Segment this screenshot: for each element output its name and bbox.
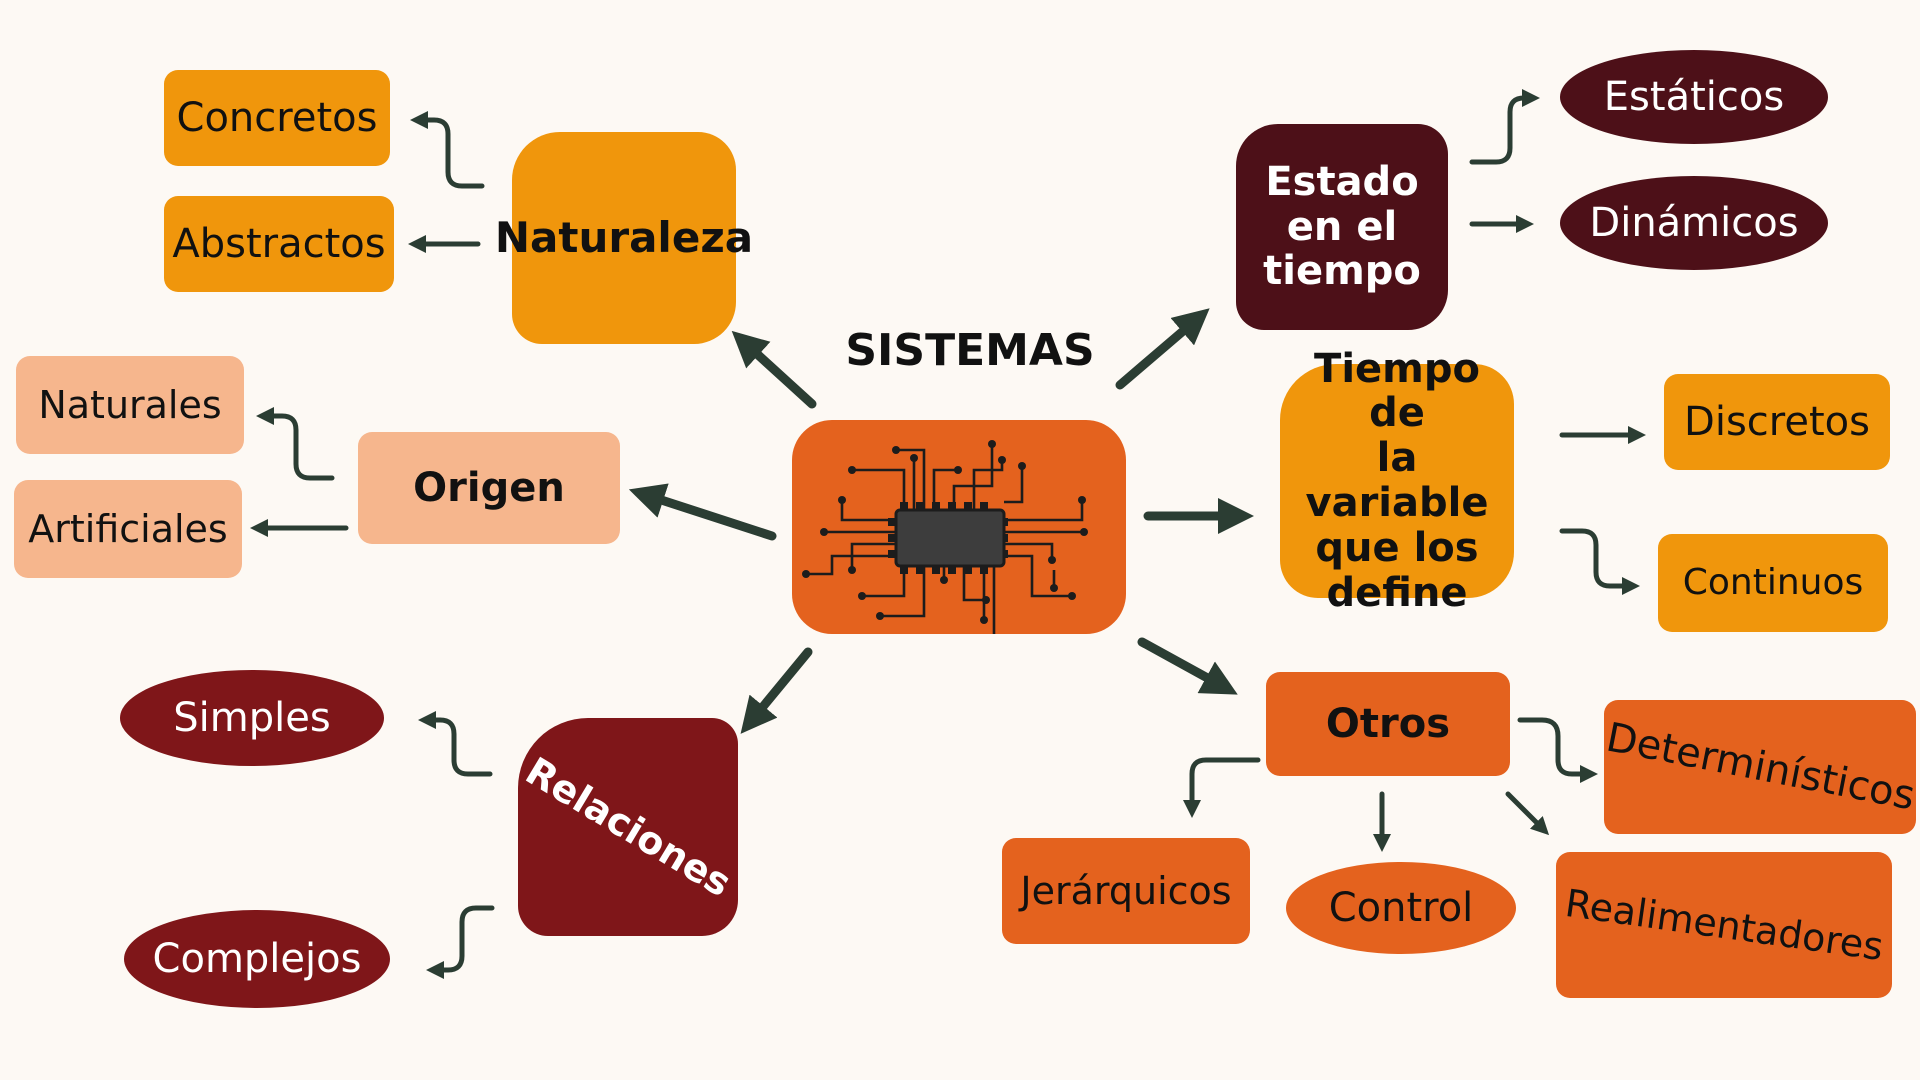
circuit-chip-icon [802,440,1088,634]
arrow-to-origen [628,483,777,541]
arrow-to-continuos [1559,528,1640,596]
node-naturaleza: Naturaleza [495,132,753,344]
node-abstractos: Abstractos [164,196,394,292]
node-dinamicos: Dinámicos [1560,176,1828,270]
node-control: Control [1286,862,1516,954]
node-continuos: Continuos [1658,534,1888,632]
node-tiempo-de-la-variable: Tiempo de la variable que los define [1280,346,1514,615]
arrow-to-naturaleza [731,330,817,409]
arrow-to-complejos [426,905,495,979]
arrow-to-realimentadores [1505,791,1550,836]
node-realimentadores: Realimentadores [1556,852,1892,998]
node-concretos: Concretos [164,70,390,166]
node-discretos: Discretos [1664,374,1890,470]
arrow-to-relaciones [740,647,813,734]
node-jerarquicos: Jerárquicos [1002,838,1250,944]
node-artificiales: Artificiales [14,480,242,578]
arrow-to-simples [418,710,493,777]
arrow-to-estaticos [1469,89,1540,165]
arrow-to-naturales [256,406,335,481]
arrow-to-estado [1115,308,1210,390]
node-deterministicos: Determinísticos [1602,700,1918,834]
arrow-to-otros [1137,637,1238,695]
arrow-to-jerarquicos [1182,757,1261,818]
node-relaciones: Relaciones [518,718,738,936]
arrow-to-deterministicos [1517,717,1598,784]
node-naturales: Naturales [16,356,244,454]
node-complejos: Complejos [124,910,390,1008]
node-origen: Origen [358,432,620,544]
diagram-title: SISTEMAS [845,325,1095,376]
arrow-to-concretos [410,110,485,189]
center-node [792,420,1126,634]
node-estado-en-el-tiempo: Estado en el tiempo [1236,124,1448,330]
node-estaticos: Estáticos [1560,50,1828,144]
node-otros: Otros [1266,672,1510,776]
node-simples: Simples [120,670,384,766]
